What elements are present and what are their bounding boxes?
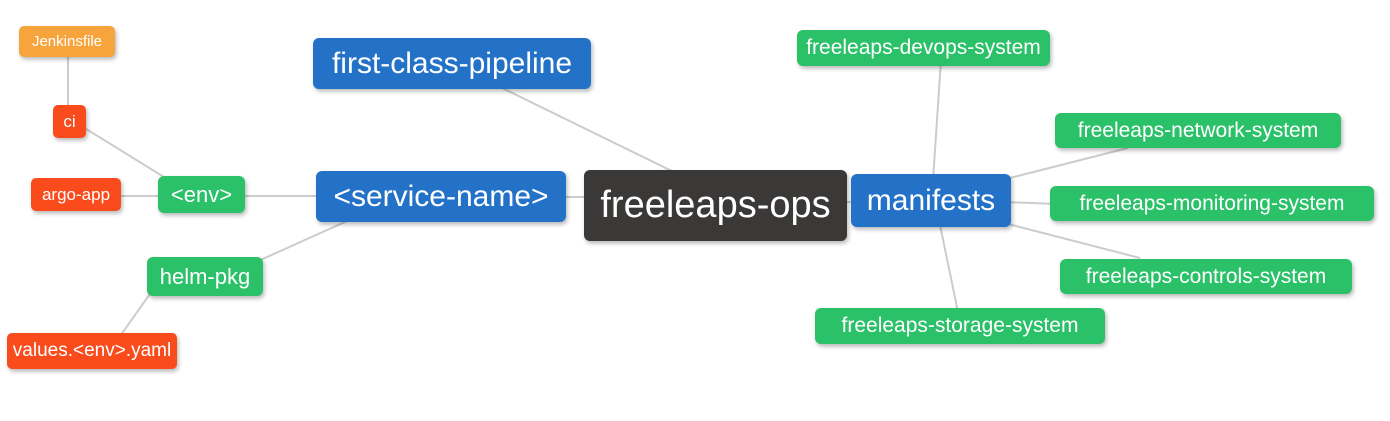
node-jenkinsfile[interactable]: Jenkinsfile xyxy=(19,26,115,57)
node-service-name[interactable]: <service-name> xyxy=(316,171,566,222)
edge-helm-pkg-service-name xyxy=(255,216,357,263)
node-values-env-yaml[interactable]: values.<env>.yaml xyxy=(7,333,177,369)
node-freeleaps-storage-system[interactable]: freeleaps-storage-system xyxy=(815,308,1105,344)
node-argo-app[interactable]: argo-app xyxy=(31,178,121,211)
node-freeleaps-devops-system[interactable]: freeleaps-devops-system xyxy=(797,30,1050,66)
edge-helm-pkg-values xyxy=(117,290,153,340)
edge-manifests-storage-system xyxy=(939,224,959,313)
edge-first-class-pipeline-freeleaps-ops xyxy=(497,85,683,177)
node-ci[interactable]: ci xyxy=(53,105,86,138)
edge-manifests-network-system xyxy=(1005,147,1129,180)
node-freeleaps-ops-root[interactable]: freeleaps-ops xyxy=(584,170,847,241)
edge-ci-env xyxy=(82,126,173,183)
edge-manifests-monitoring-system xyxy=(1005,201,1057,205)
node-env[interactable]: <env> xyxy=(158,176,245,213)
node-manifests[interactable]: manifests xyxy=(851,174,1011,227)
node-first-class-pipeline[interactable]: first-class-pipeline xyxy=(313,38,591,89)
node-freeleaps-controls-system[interactable]: freeleaps-controls-system xyxy=(1060,259,1352,294)
node-freeleaps-network-system[interactable]: freeleaps-network-system xyxy=(1055,113,1341,148)
edge-manifests-controls-system xyxy=(1007,223,1141,259)
edge-manifests-devops-system xyxy=(932,59,942,181)
node-helm-pkg[interactable]: helm-pkg xyxy=(147,257,263,296)
node-freeleaps-monitoring-system[interactable]: freeleaps-monitoring-system xyxy=(1050,186,1374,221)
